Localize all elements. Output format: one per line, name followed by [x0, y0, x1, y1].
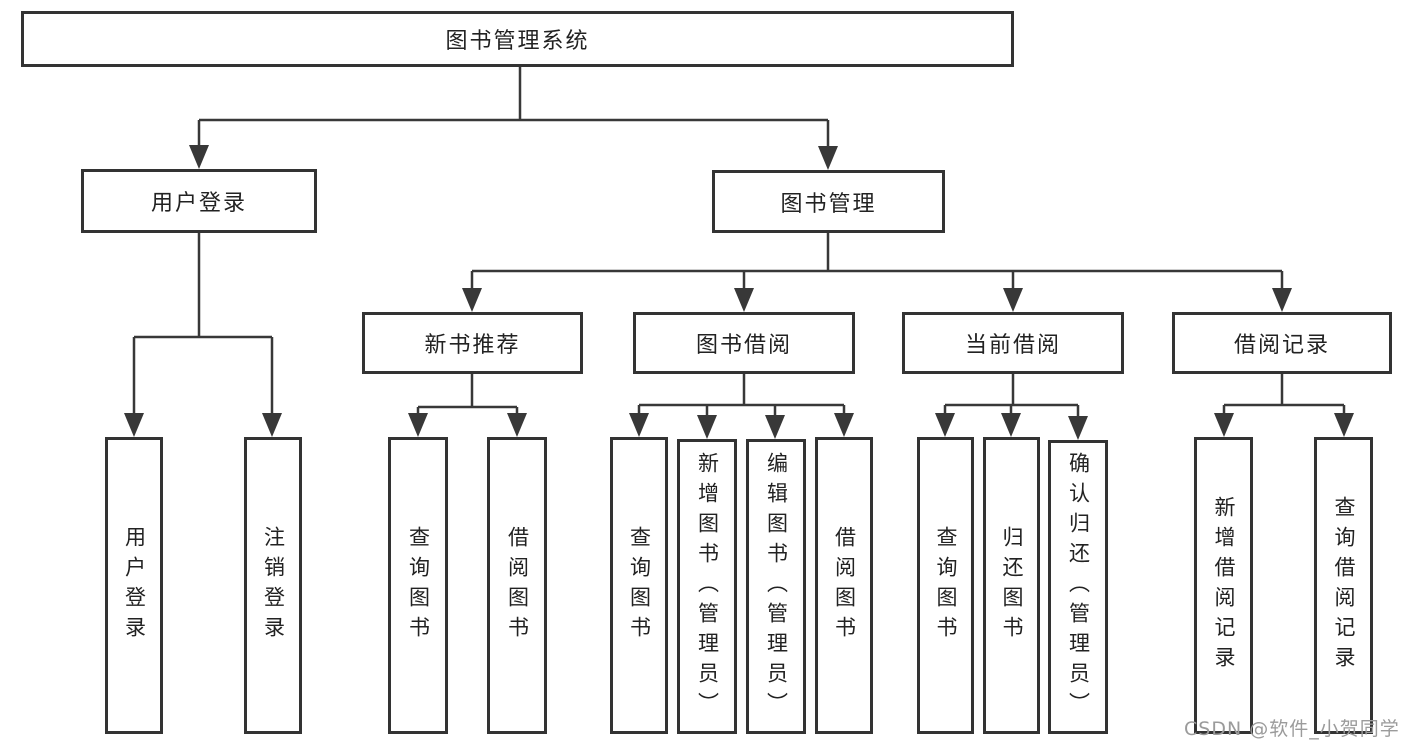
- leaf-confirm-return-admin: 确认归还（管理员）: [1048, 440, 1108, 734]
- leaf-return-books: 归还图书: [983, 437, 1040, 734]
- leaf-user-login: 用户登录: [105, 437, 163, 734]
- leaf-label: 借阅图书: [505, 525, 530, 646]
- node-new-book-recommend: 新书推荐: [362, 312, 583, 374]
- leaf-label: 查询图书: [406, 525, 431, 646]
- node-label: 新书推荐: [424, 333, 521, 358]
- node-label: 用户登录: [150, 191, 247, 216]
- node-book-borrow: 图书借阅: [633, 312, 855, 374]
- leaf-label: 注销登录: [261, 525, 286, 646]
- node-label: 图书管理: [780, 191, 877, 217]
- node-label: 当前借阅: [964, 333, 1061, 358]
- node-user-login: 用户登录: [81, 169, 317, 233]
- leaf-borrow-books-2: 借阅图书: [815, 437, 873, 734]
- leaf-label: 用户登录: [122, 525, 147, 646]
- leaf-label: 查询借阅记录: [1332, 495, 1356, 676]
- leaf-label: 查询图书: [934, 525, 958, 646]
- leaf-label: 借阅图书: [832, 525, 857, 646]
- leaf-logout: 注销登录: [244, 437, 302, 734]
- node-borrow-records: 借阅记录: [1172, 312, 1392, 374]
- node-label: 图书借阅: [695, 333, 792, 358]
- leaf-query-books-3: 查询图书: [917, 437, 974, 734]
- leaf-query-borrow-record: 查询借阅记录: [1314, 437, 1373, 734]
- leaf-add-books-admin: 新增图书（管理员）: [677, 439, 737, 734]
- leaf-edit-books-admin: 编辑图书（管理员）: [746, 439, 806, 734]
- node-label: 借阅记录: [1233, 333, 1330, 358]
- leaf-label: 确认归还（管理员）: [1066, 452, 1091, 722]
- leaf-query-books-2: 查询图书: [610, 437, 668, 734]
- leaf-label: 编辑图书（管理员）: [764, 451, 789, 722]
- leaf-borrow-books-1: 借阅图书: [487, 437, 547, 734]
- leaf-query-books-1: 查询图书: [388, 437, 448, 734]
- leaf-label: 查询图书: [627, 525, 652, 646]
- leaf-label: 新增借阅记录: [1212, 495, 1236, 676]
- leaf-label: 归还图书: [1000, 525, 1024, 646]
- leaf-label: 新增图书（管理员）: [695, 451, 720, 722]
- node-label: 图书管理系统: [445, 29, 590, 54]
- node-library-management-system: 图书管理系统: [21, 11, 1014, 67]
- node-current-borrow: 当前借阅: [902, 312, 1124, 374]
- node-book-management: 图书管理: [712, 170, 945, 233]
- csdn-watermark: CSDN @软件_小贺同学: [1184, 718, 1400, 740]
- leaf-add-borrow-record: 新增借阅记录: [1194, 437, 1253, 734]
